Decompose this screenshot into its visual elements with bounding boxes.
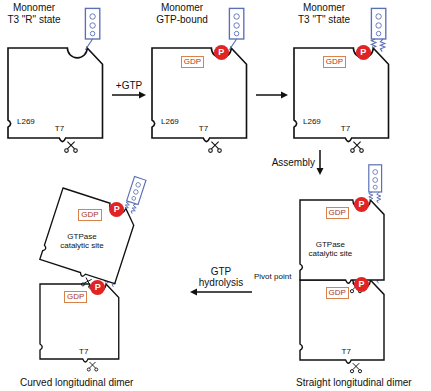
part-label: T7 [79, 347, 88, 357]
site-label: GTPase catalytic site [306, 240, 354, 258]
stage-title: Monomer GTP-bound [154, 2, 210, 26]
gdp-box: GDP [78, 209, 101, 221]
reaction-arrow [256, 92, 288, 99]
part-label: T7 [55, 124, 64, 134]
arrow-head [281, 92, 288, 99]
stage-group: Monomer T3 "T" state [288, 0, 428, 150]
part-label: Pivot point [254, 272, 291, 282]
gdp-box: GDP [64, 291, 87, 303]
part-label: L269 [161, 117, 179, 127]
gdp-box: GDP [323, 56, 346, 68]
gdp-box: GDP [326, 207, 349, 219]
arrow-head [190, 289, 197, 296]
stage-title: Curved longitudinal dimer [20, 377, 133, 389]
gdp-box: GDP [326, 287, 349, 299]
stage-title: Monomer T3 "T" state [296, 2, 352, 26]
stage-title: Monomer T3 "R" state [6, 2, 62, 26]
part-label: L269 [303, 117, 321, 127]
phosphate-circle: P [354, 197, 369, 212]
arrow-label: GTP hydrolysis [190, 266, 252, 288]
part-label: L269 [17, 117, 35, 127]
phosphate-circle: P [356, 45, 371, 60]
stage-title: Straight longitudinal dimer [296, 377, 412, 389]
part-label: T7 [199, 124, 208, 134]
part-label: T7 [342, 347, 351, 357]
gdp-box: GDP [181, 56, 204, 68]
arrow-label: +GTP [116, 80, 142, 91]
arrow-head [139, 92, 146, 99]
reaction-arrow [317, 150, 324, 175]
arrow-head [317, 168, 324, 175]
arrow-label: Assembly [272, 157, 315, 168]
phosphate-circle: P [354, 277, 369, 292]
reaction-arrow [190, 289, 252, 296]
part-label: T7 [341, 124, 350, 134]
site-label: GTPase catalytic site [58, 232, 106, 250]
reaction-arrow [112, 92, 146, 99]
phosphate-circle: P [214, 45, 229, 60]
